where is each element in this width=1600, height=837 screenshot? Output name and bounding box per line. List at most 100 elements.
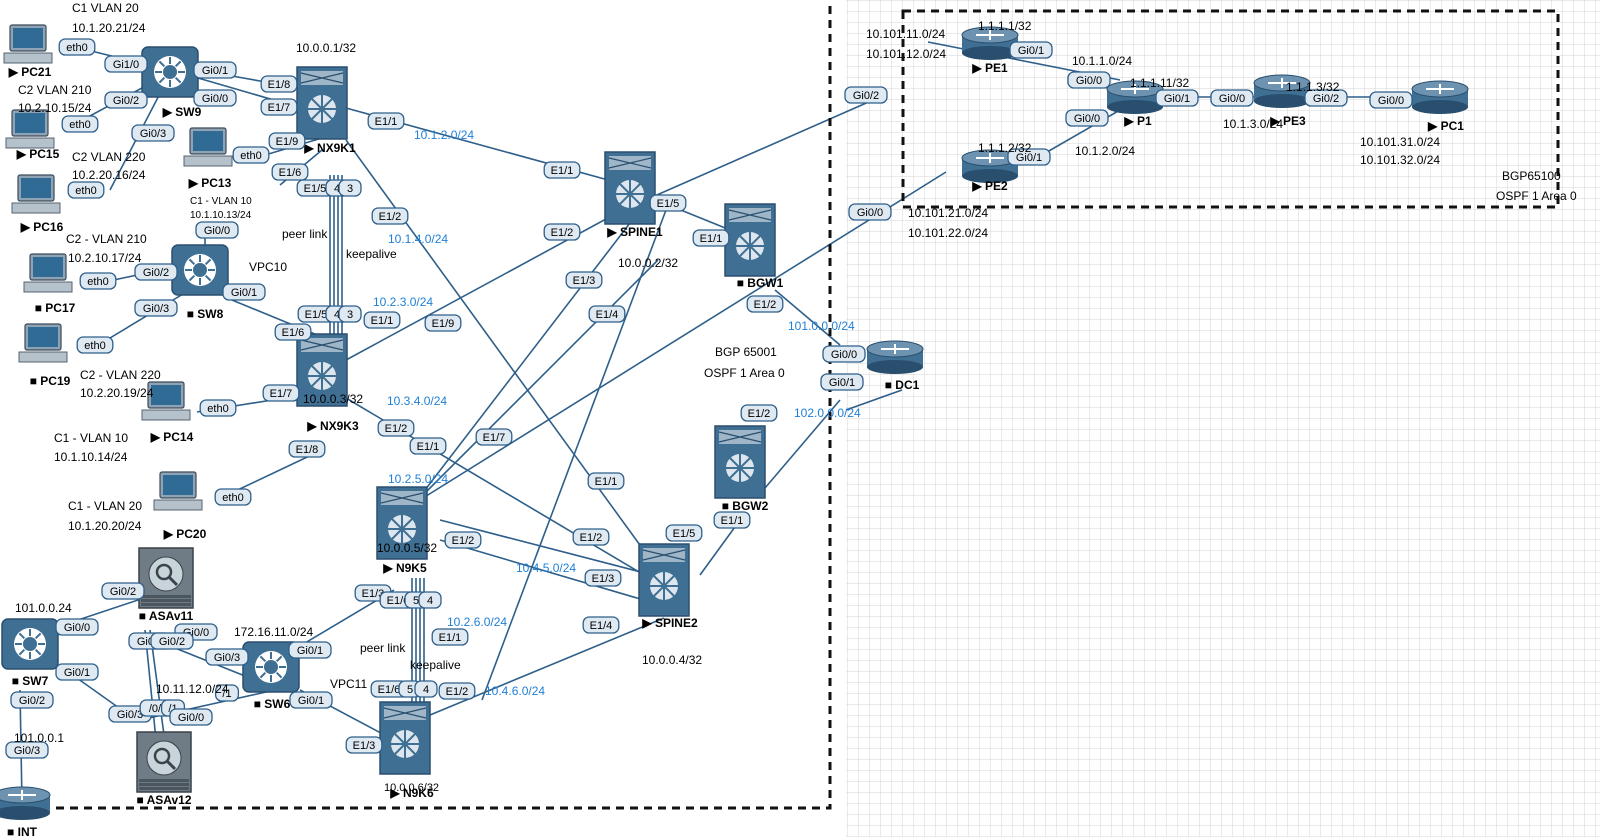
device-label: ■ INT	[7, 825, 38, 837]
device-pc16[interactable]: ▶ PC16	[11, 174, 64, 234]
interface-label: Gi0/3	[214, 652, 240, 664]
interface-badge: E1/8	[260, 75, 298, 93]
device-pc13[interactable]: ▶ PC13	[183, 127, 233, 190]
device-spine1[interactable]: ▶ SPINE1	[604, 151, 663, 239]
interface-badge: 3	[338, 305, 362, 323]
text-label: 101.0.0.1	[14, 731, 64, 745]
pc-icon	[141, 381, 191, 421]
interface-label: E1/3	[573, 275, 596, 287]
interface-label: E1/7	[270, 388, 293, 400]
device-pe3[interactable]: ▶ PE3	[1253, 74, 1311, 128]
device-asav12[interactable]: ■ ASAv12	[136, 731, 192, 807]
device-pc17[interactable]: ■ PC17	[23, 253, 76, 315]
device-label: ■ BGW2	[722, 499, 769, 513]
text-label: 1.1.1.2/32	[978, 141, 1032, 155]
device-pe2[interactable]: ▶ PE2	[961, 149, 1019, 193]
interface-badge: 4	[418, 591, 442, 609]
device-pc19[interactable]: ■ PC19	[18, 323, 71, 388]
interface-badge: eth0	[76, 336, 114, 354]
interface-label: Gi0/1	[1016, 152, 1042, 164]
device-bgw2[interactable]: ■ BGW2	[714, 425, 769, 513]
device-n9k6[interactable]: ▶ N9K6	[379, 701, 434, 800]
interface-badge: E1/6	[271, 163, 309, 181]
text-label: 10.0.0.6/32	[384, 782, 439, 794]
device-label: ▶ SPINE2	[641, 616, 698, 630]
device-int[interactable]: ■ INT	[0, 786, 51, 837]
interface-badge: E1/4	[582, 616, 620, 634]
interface-badge: E1/3	[584, 569, 622, 587]
interface-label: Gi0/0	[1378, 95, 1404, 107]
interface-label: E1/6	[279, 167, 302, 179]
interface-badge: /1	[214, 684, 240, 702]
interface-label: Gi0/2	[113, 95, 139, 107]
interface-label: 3	[347, 183, 353, 195]
interface-label: eth0	[240, 150, 261, 162]
interface-badge: E1/5	[649, 194, 687, 212]
device-pc14[interactable]: ▶ PC14	[141, 381, 194, 444]
device-n9k5[interactable]: ▶ N9K5	[376, 486, 428, 575]
interface-label: Gi0/1	[231, 287, 257, 299]
interface-badge: 3	[338, 179, 362, 197]
device-asav11[interactable]: ■ ASAv11	[138, 547, 194, 623]
interface-label: E1/2	[580, 532, 603, 544]
text-label: 10.2.10.15/24	[18, 101, 92, 115]
device-label: ■ SW7	[12, 674, 49, 688]
interface-label: E1/2	[452, 535, 475, 547]
device-pe1[interactable]: ▶ PE1	[961, 26, 1019, 75]
device-pc15[interactable]: ▶ PC15	[5, 109, 60, 161]
subnet-label: 10.4.5.0/24	[516, 561, 576, 575]
interface-label: E1/7	[268, 102, 291, 114]
interface-label: /1	[222, 688, 231, 700]
device-pc21[interactable]: ▶ PC21	[3, 24, 53, 79]
interface-badge: Gi0/3	[5, 741, 49, 759]
subnet-label: 10.1.2.0/24	[414, 128, 474, 142]
link-line	[764, 399, 841, 489]
interface-badge: E1/1	[587, 472, 625, 490]
device-label: ▶ PC16	[20, 220, 64, 234]
device-spine2[interactable]: ▶ SPINE2	[638, 543, 698, 630]
device-p1[interactable]: ▶ P1	[1106, 80, 1164, 128]
device-pc1[interactable]: ▶ PC1	[1411, 80, 1469, 133]
interface-badge: E1/2	[740, 404, 778, 422]
interface-badge: E1/2	[377, 419, 415, 437]
text-label: 10.0.0.5/32	[377, 541, 437, 555]
bgp65100-area-border	[901, 9, 1560, 209]
interface-badge: E1/1	[367, 112, 405, 130]
interface-label: E1/1	[721, 515, 744, 527]
interface-label: /1	[168, 703, 177, 715]
text-label: 10.101.32.0/24	[1360, 153, 1440, 167]
nexus-icon	[296, 333, 348, 407]
interface-label: E1/9	[276, 136, 299, 148]
device-sw8[interactable]: ■ SW8	[171, 244, 229, 321]
device-pc20[interactable]: ▶ PC20	[153, 471, 207, 541]
device-bgw1[interactable]: ■ BGW1	[724, 203, 784, 290]
device-nx9k3[interactable]: ▶ NX9K3	[296, 333, 359, 433]
device-label: ■ ASAv12	[136, 793, 191, 807]
link-line	[345, 205, 631, 361]
interface-label: 5	[407, 684, 413, 696]
device-label: ▶ PC1	[1427, 119, 1464, 133]
nexus-icon	[296, 66, 348, 140]
interface-label: E1/3	[353, 740, 376, 752]
text-label: BGP65100	[1502, 169, 1561, 183]
text-label: 10.101.12.0/24	[866, 47, 946, 61]
interface-label: 4	[423, 684, 429, 696]
link-line	[699, 519, 741, 576]
device-label: ▶ PE3	[1269, 114, 1306, 128]
text-label: 1.1.1.1/32	[978, 19, 1032, 33]
device-sw7[interactable]: ■ SW7	[1, 618, 59, 688]
interface-label: E1/2	[748, 408, 771, 420]
text-label: 10.1.10.14/24	[54, 450, 128, 464]
interface-label: E1/2	[754, 299, 777, 311]
device-nx9k1[interactable]: ▶ NX9K1	[296, 66, 356, 155]
interface-label: E1/1	[595, 476, 618, 488]
device-sw6[interactable]: ■ SW6	[242, 641, 300, 711]
interface-label: eth0	[66, 42, 87, 54]
interface-label: E1/1	[371, 315, 394, 327]
text-label: 10.1.20.21/24	[72, 21, 146, 35]
device-sw9[interactable]: ▶ SW9	[141, 46, 202, 119]
link-line	[414, 259, 659, 504]
interface-badge: Gi0/1	[1007, 148, 1051, 166]
device-dc1[interactable]: ■ DC1	[866, 340, 924, 392]
interface-label: Gi0/2	[19, 695, 45, 707]
